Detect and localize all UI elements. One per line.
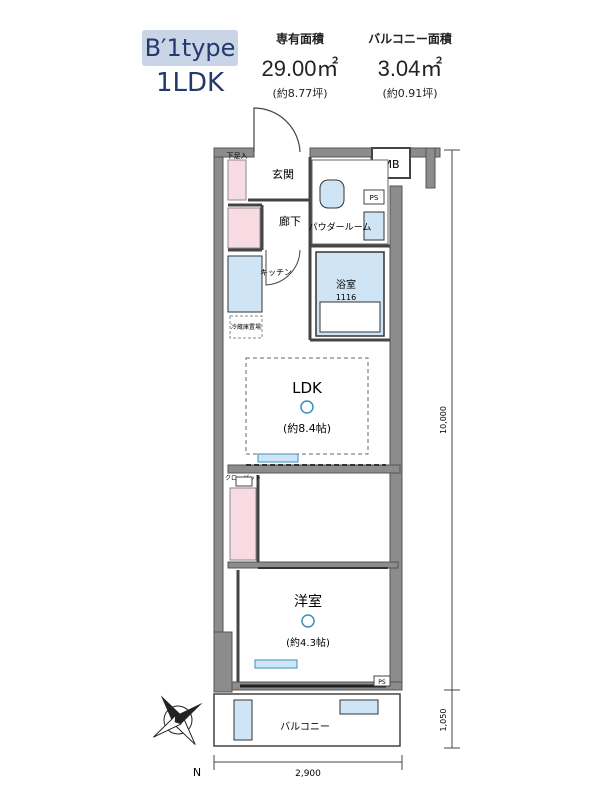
balcony-area-block: バルコニー面積 3.04㎡ (約0.91坪) xyxy=(358,30,462,101)
western-ceiling-light-icon xyxy=(301,614,315,628)
balcony-area xyxy=(213,693,401,747)
ldk-ceiling-light-icon xyxy=(300,400,314,414)
private-area-value: 29.00㎡ xyxy=(261,56,339,81)
toilet-icon xyxy=(319,179,345,209)
shoe-box-label: 下足入 xyxy=(227,152,248,160)
ldk-label: LDK xyxy=(292,379,323,397)
type-label: B′1type xyxy=(144,34,236,62)
bathtub-icon xyxy=(319,301,381,333)
balcony-label: バルコニー xyxy=(280,721,330,733)
storage-strip xyxy=(227,207,261,249)
ps-label-bottom: PS xyxy=(378,679,386,686)
private-area-tsubo: (約8.77坪) xyxy=(272,87,328,100)
closet xyxy=(229,487,257,561)
compass-label: N xyxy=(193,766,201,779)
layout-label: 1LDK xyxy=(156,68,225,98)
balcony-area-heading: バルコニー面積 xyxy=(368,32,452,46)
ldk-area xyxy=(245,357,369,455)
balcony-area-tsubo: (約0.91坪) xyxy=(382,87,438,100)
width-dimension: 2,900 xyxy=(295,769,321,779)
ldk-aircon-icon xyxy=(257,453,299,463)
depth-dimension: 10,000 xyxy=(439,406,448,434)
ps-box-mid xyxy=(235,476,253,487)
western-room-size: (約4.3帖) xyxy=(286,636,330,649)
private-area-heading: 専有面積 xyxy=(275,32,324,46)
type-badge: B′1type xyxy=(142,30,238,66)
shoe-box xyxy=(227,159,247,201)
ps-box-bottom xyxy=(373,675,391,687)
bath-size: 1116 xyxy=(336,293,356,302)
western-aircon-icon xyxy=(254,659,298,669)
powder-room-label: パウダールーム xyxy=(309,221,372,233)
western-room-label: 洋室 xyxy=(294,593,322,610)
fridge-label: 冷蔵庫置場 xyxy=(231,323,261,331)
compass-icon xyxy=(153,695,203,745)
balcony-unit-left xyxy=(233,699,253,741)
washbasin-icon xyxy=(363,211,385,241)
kitchen-counter xyxy=(227,255,263,313)
kitchen-label: キッチン xyxy=(260,268,292,277)
interior-walls xyxy=(228,157,390,682)
genkan-label: 玄関 xyxy=(272,167,294,181)
ldk-size: (約8.4帖) xyxy=(283,421,331,435)
dimension-lines xyxy=(213,149,460,770)
bath-label: 浴室 xyxy=(336,278,356,291)
ps-box-top xyxy=(363,189,385,205)
entrance-door xyxy=(253,107,301,153)
corridor-label: 廊下 xyxy=(279,214,301,228)
ps-label-top: PS xyxy=(370,194,379,202)
balcony-depth-dimension: 1,050 xyxy=(439,709,448,732)
balcony-area-value: 3.04㎡ xyxy=(377,56,443,81)
private-area-block: 専有面積 29.00㎡ (約8.77坪) xyxy=(255,30,345,101)
kitchen-door xyxy=(265,249,301,286)
balcony-unit-right xyxy=(339,699,379,715)
fridge-space xyxy=(229,315,263,339)
